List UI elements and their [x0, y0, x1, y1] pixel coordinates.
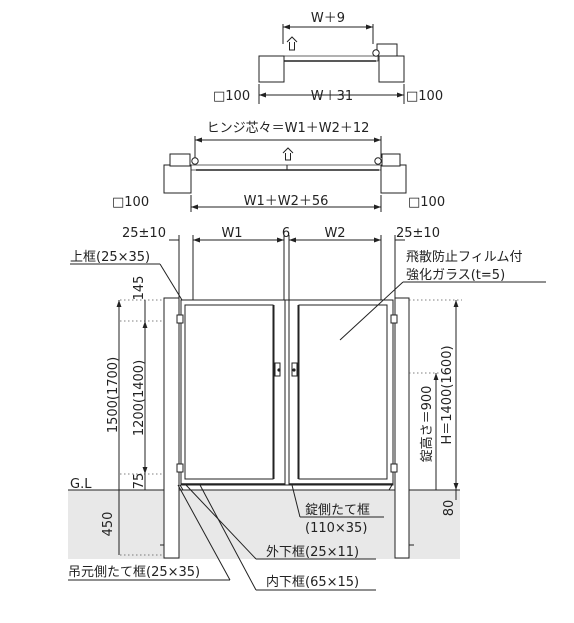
plan-single-left-post-label: □100: [213, 89, 250, 104]
plan-single-bottom-dim: W＋31: [311, 89, 353, 104]
plan-double-left-post: [163, 164, 192, 194]
gate-height-label: H＝1400(1600): [440, 345, 455, 444]
right-glass-panel: [298, 304, 388, 480]
plan-single-top-dim: W＋9: [311, 11, 345, 26]
plan-single-direction-arrow: [286, 36, 298, 51]
dim-w1: W1: [221, 226, 242, 241]
glass-label-line2: 強化ガラス(t=5): [406, 268, 505, 283]
plan-single-right-post: [378, 55, 405, 83]
lock-height-label: 錠高さ＝900: [419, 386, 435, 463]
plan-double-right-post: [380, 164, 407, 194]
right-top-hinge: [390, 314, 398, 324]
hinge-stile-label: 吊元側たて框(25×35): [68, 565, 200, 580]
dim-1500: 1500(1700): [106, 357, 121, 433]
plan-double-right-post-label: □100: [408, 195, 445, 210]
plan-double-bottom-dim: W1＋W2＋56: [244, 194, 329, 209]
outer-bottom-frame-label: 外下框(25×11): [266, 545, 359, 560]
dim-450: 450: [101, 512, 116, 537]
dim-right-gap: 25±10: [396, 226, 440, 241]
lock-stile-label-line2: (110×35): [305, 521, 367, 536]
plan-view-single: W＋9 W＋31 □100 □100: [213, 11, 443, 104]
dim-145: 145: [132, 276, 147, 301]
ground-level-label: G.L: [70, 477, 92, 492]
left-lock: [277, 368, 281, 372]
plan-view-double: ヒンジ芯々＝W1＋W2＋12 W1＋W2＋56 □100 □100: [112, 121, 445, 212]
plan-single-left-post: [258, 55, 285, 83]
upper-frame-label: 上框(25×35): [70, 250, 150, 265]
right-post: [394, 297, 410, 559]
right-lock: [292, 368, 296, 372]
plan-single-hinge: [372, 49, 380, 57]
left-post: [163, 297, 180, 559]
plan-single-right-post-label: □100: [406, 89, 443, 104]
dim-75: 75: [132, 473, 147, 490]
inner-bottom-frame-label: 内下框(65×15): [266, 574, 359, 590]
plan-double-left-post-label: □100: [112, 195, 149, 210]
dim-1200: 1200(1400): [132, 360, 147, 436]
dim-left-gap: 25±10: [122, 226, 166, 241]
lock-stile-label-line1: 錠側たて框: [305, 503, 370, 518]
right-bottom-hinge: [390, 463, 398, 473]
dim-w2: W2: [324, 226, 345, 241]
plan-double-left-hinge: [191, 157, 199, 165]
plan-double-direction-arrow: [282, 147, 294, 161]
plan-double-right-hinge: [374, 157, 382, 165]
left-bottom-hinge: [176, 463, 184, 473]
plan-double-top-dim: ヒンジ芯々＝W1＋W2＋12: [207, 121, 370, 136]
left-top-hinge: [176, 314, 184, 324]
dim-center-gap: 6: [282, 226, 290, 241]
elevation-view: 25±10 W1 6 W2 25±10: [68, 226, 546, 591]
dim-80: 80: [442, 500, 457, 517]
left-glass-panel: [184, 304, 274, 480]
glass-label-line1: 飛散防止フィルム付: [406, 249, 522, 265]
